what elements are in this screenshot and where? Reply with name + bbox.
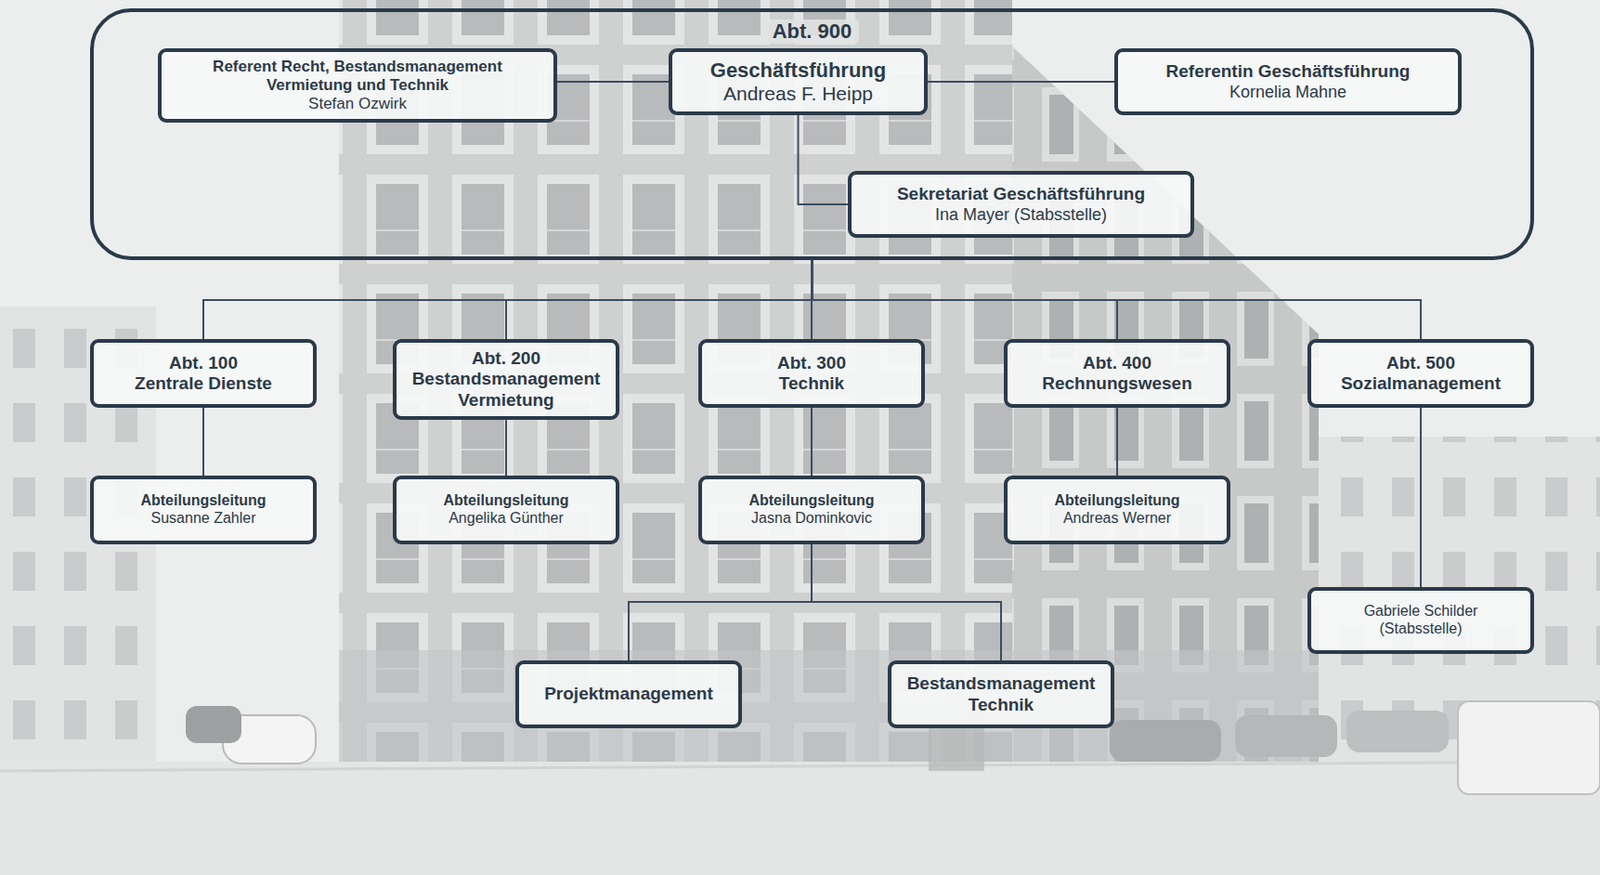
box-name: Stefan Ozwirk (308, 94, 407, 114)
org-box: Referentin GeschäftsführungKornelia Mahn… (1114, 48, 1462, 116)
box-heading: Geschäftsführung (710, 58, 886, 83)
box-heading: Projektmanagement (544, 683, 714, 704)
org-connector (798, 115, 849, 205)
org-connector (1116, 407, 1119, 476)
box-heading: Bestandsmanagement Technik (900, 673, 1102, 716)
org-box: Abt. 500Sozialmanagement (1307, 338, 1535, 408)
org-connector (628, 544, 812, 661)
org-connector (505, 419, 508, 476)
box-heading: Abteilungsleitung (1053, 492, 1180, 510)
org-connector (1419, 407, 1422, 587)
box-name: Zentrale Dienste (134, 373, 273, 394)
box-name: Angelika Günther (448, 509, 564, 528)
org-box: Gabriele Schilder (Stabsstelle) (1307, 586, 1535, 654)
box-name: Jasna Dominkovic (751, 509, 872, 528)
box-heading: Abteilungsleitung (442, 492, 569, 510)
org-connector (927, 80, 1115, 83)
box-name: Kornelia Mahne (1229, 82, 1347, 103)
box-heading: Abt. 500 (1386, 352, 1456, 374)
org-box: Abt. 300Technik (698, 338, 925, 408)
org-box: Abt. 400Rechnungswesen (1003, 338, 1231, 408)
box-name: Ina Mayer (Stabsstelle) (935, 205, 1107, 225)
box-heading: Abteilungsleitung (140, 492, 266, 510)
org-connector (810, 407, 813, 476)
org-connector (506, 260, 813, 339)
org-connector (203, 260, 813, 339)
org-connector (811, 544, 1002, 661)
org-box: GeschäftsführungAndreas F. Heipp (668, 48, 928, 116)
box-heading: Abt. 200 (471, 348, 541, 369)
org-box: Referent Recht, Bestandsmanagement Vermi… (157, 48, 558, 123)
org-box: Projektmanagement (515, 660, 742, 729)
box-heading: Referentin Geschäftsführung (1166, 61, 1411, 82)
box-heading: Gabriele Schilder (Stabsstelle) (1320, 602, 1522, 638)
org-box: Sekretariat GeschäftsführungIna Mayer (S… (847, 170, 1195, 238)
org-box: Abt. 100Zentrale Dienste (90, 338, 317, 408)
box-heading: Referent Recht, Bestandsmanagement Vermi… (170, 57, 545, 95)
org-box: AbteilungsleitungAngelika Günther (392, 475, 620, 545)
department-band: Abt. 900Referent Recht, Bestandsmanageme… (90, 8, 1535, 261)
org-connector (202, 407, 205, 476)
box-name: Bestandsmanagement Vermietung (405, 368, 607, 411)
box-heading: Abt. 100 (169, 352, 238, 374)
box-heading: Abteilungsleitung (748, 492, 874, 510)
org-box: AbteilungsleitungJasna Dominkovic (698, 475, 925, 545)
box-name: Technik (779, 373, 845, 394)
box-name: Andreas Werner (1063, 509, 1171, 528)
box-name: Susanne Zahler (151, 509, 257, 528)
org-box: Abt. 200Bestandsmanagement Vermietung (392, 338, 620, 420)
box-name: Andreas F. Heipp (723, 82, 873, 106)
box-heading: Abt. 400 (1082, 352, 1152, 374)
org-box: Bestandsmanagement Technik (887, 660, 1115, 729)
org-box: AbteilungsleitungAndreas Werner (1003, 475, 1231, 545)
org-connector (812, 260, 1422, 339)
box-heading: Abt. 900 (765, 19, 860, 44)
org-box: AbteilungsleitungSusanne Zahler (90, 475, 317, 545)
box-heading: Sekretariat Geschäftsführung (897, 183, 1145, 205)
box-name: Rechnungswesen (1041, 373, 1193, 394)
box-name: Sozialmanagement (1340, 373, 1501, 394)
box-heading: Abt. 300 (777, 352, 846, 374)
org-connector (557, 80, 669, 83)
